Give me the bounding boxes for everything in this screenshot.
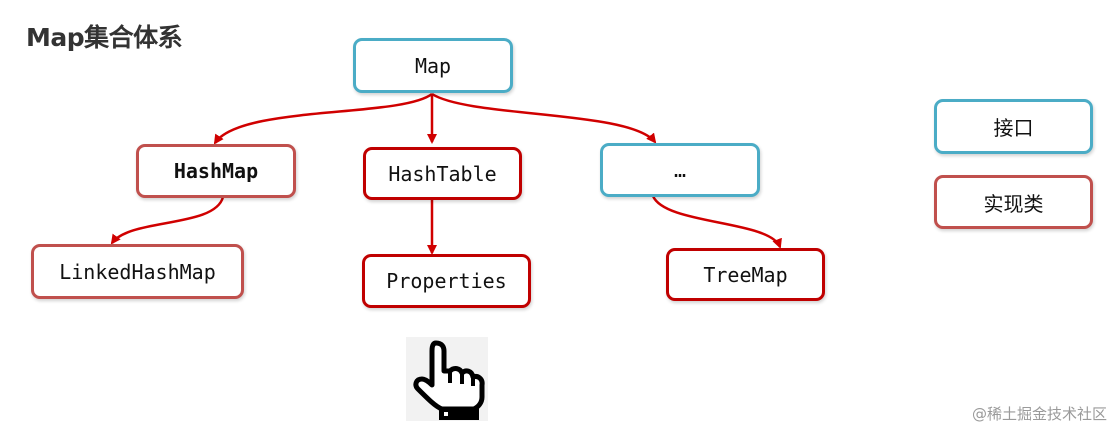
arrow-ellipsis-to-treemap [651,195,782,249]
node-map: Map [353,38,513,93]
page-title: Map集合体系 [26,23,183,52]
arrow-hashmap-to-linkedhashmap [110,196,225,245]
arrow-map-to-ellipsis [431,92,657,144]
node-hashtable: HashTable [363,147,522,200]
node-ellipsis: … [600,143,760,197]
node-treemap: TreeMap [666,248,825,301]
node-properties: Properties [362,254,531,308]
legend-interface: 接口 [934,99,1093,154]
watermark: @稀土掘金技术社区 [971,405,1107,423]
node-linkedhashmap: LinkedHashMap [31,244,244,299]
arrow-map-to-hashmap [213,92,433,145]
pointing-hand-icon [406,337,488,421]
node-hashmap: HashMap [136,144,296,198]
legend-implementation: 实现类 [934,175,1093,229]
